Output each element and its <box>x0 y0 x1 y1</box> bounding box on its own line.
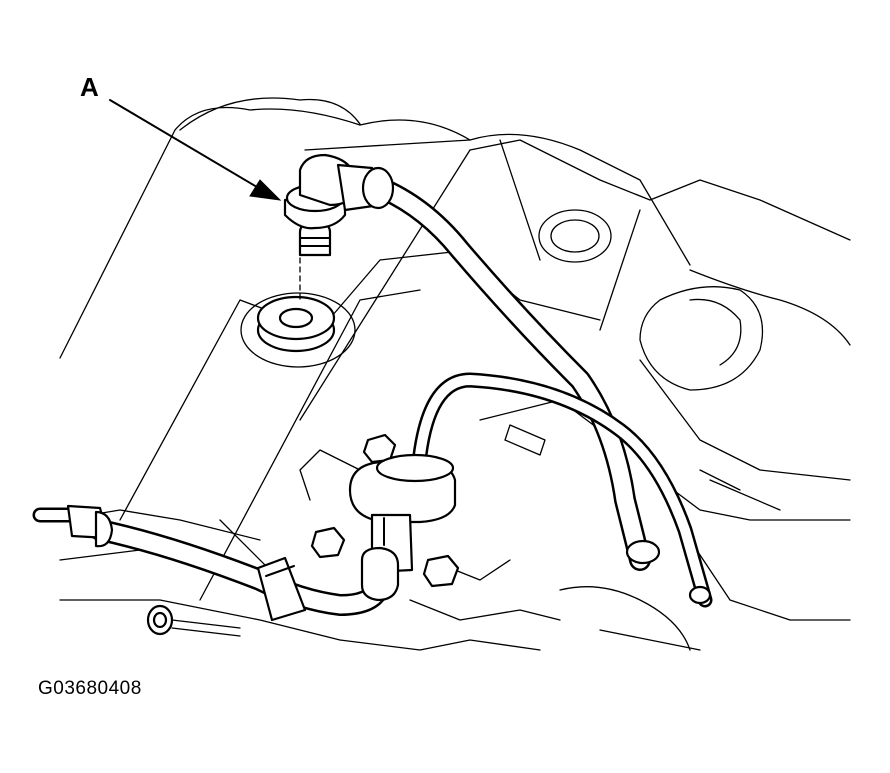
purge-valve <box>348 453 457 602</box>
pcv-valve <box>283 153 395 257</box>
mounting-bolts <box>310 433 460 588</box>
lower-pipe <box>32 504 391 622</box>
hose-end-right <box>625 539 712 605</box>
leader-arrow <box>109 99 282 201</box>
figure-code: G03680408 <box>38 678 142 699</box>
boss-outline <box>538 209 612 263</box>
pipe-fitting <box>146 604 241 637</box>
grommet <box>240 292 356 368</box>
callout-label-a: A <box>80 72 99 102</box>
breather-hose <box>412 372 713 608</box>
pcv-hose <box>354 171 651 571</box>
